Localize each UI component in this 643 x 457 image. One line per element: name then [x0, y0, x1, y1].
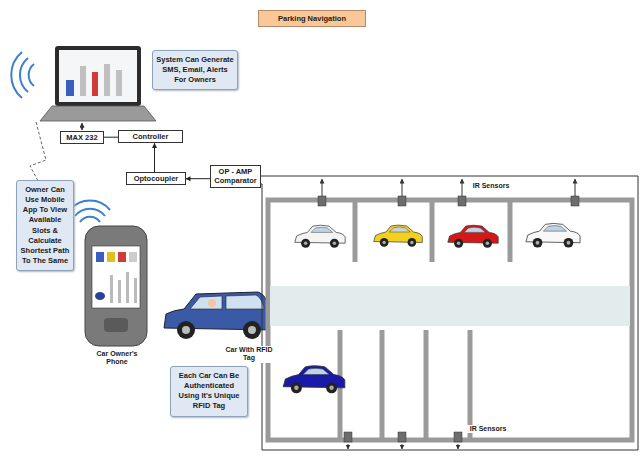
ir-sensor [454, 432, 462, 442]
ir-sensor [318, 196, 326, 206]
laptop [80, 66, 86, 96]
sensor-label: IR Sensors [467, 425, 509, 433]
box-text: OP - AMP Comparator [213, 167, 258, 186]
ir-sensor [322, 179, 575, 449]
module-box: Controller [118, 130, 183, 143]
laptop [66, 80, 74, 96]
parked-car [283, 366, 345, 394]
parking-lot [268, 200, 632, 440]
phone [134, 278, 137, 303]
ir-sensor [318, 196, 579, 442]
phone [118, 280, 121, 303]
wifi-symbol [80, 217, 100, 222]
phone [85, 226, 147, 346]
ir-sensor [402, 179, 403, 196]
parked-car [374, 225, 423, 247]
ir-sensor [458, 196, 466, 206]
wifi-symbol [29, 64, 34, 86]
ir-sensor [575, 179, 576, 196]
module-box: OP - AMP Comparator [210, 165, 261, 188]
car-label: Car With RFID Tag [222, 346, 276, 363]
phone [92, 246, 140, 308]
info-box: System Can Generate SMS, Email, Alerts F… [152, 50, 238, 90]
laptop [40, 46, 156, 121]
laptop [116, 70, 122, 96]
phone [85, 226, 147, 346]
laptop-link [82, 123, 83, 130]
wifi-symbol [75, 209, 105, 216]
ir-sensor [402, 444, 403, 449]
parked-car [295, 225, 345, 248]
wifi-symbol [11, 52, 22, 98]
wifi-symbol [20, 58, 28, 92]
box-text: Optocoupler [129, 174, 183, 183]
signal-wires [256, 176, 638, 450]
parking-lot [270, 286, 630, 326]
phone [104, 318, 128, 332]
parking-lot [508, 200, 513, 262]
ir-sensor [398, 432, 406, 442]
phone [95, 292, 105, 300]
box-text: Each Car Can Be Authenticated Using It's… [174, 371, 244, 412]
box-text: Controller [121, 132, 180, 141]
phone [96, 252, 104, 262]
connector [186, 178, 210, 179]
laptop [40, 106, 156, 121]
phone [107, 252, 115, 262]
parked-car [448, 225, 498, 248]
car-with-tag [164, 292, 272, 339]
parked-car [526, 223, 580, 247]
ir-sensor [462, 179, 463, 196]
ir-sensor [344, 432, 352, 442]
phone [126, 272, 129, 303]
signal-wires [256, 176, 638, 450]
parking-lot [468, 330, 473, 440]
module-box: MAX 232 [60, 131, 104, 144]
ir-sensor [348, 444, 349, 449]
box-text: System Can Generate SMS, Email, Alerts F… [156, 55, 234, 85]
connector [104, 137, 118, 138]
phone [129, 252, 137, 262]
parking-lot [380, 330, 385, 440]
ir-sensor [398, 196, 406, 206]
sensor-label: IR Sensors [470, 182, 512, 190]
laptop [59, 50, 137, 102]
parking-lot [268, 200, 632, 440]
parking-lot [430, 200, 435, 262]
parking-lot [424, 330, 429, 440]
box-text: MAX 232 [63, 133, 101, 142]
device-label: Car Owner's Phone [86, 350, 148, 367]
wifi-symbol [70, 201, 110, 222]
ir-sensor [571, 196, 579, 206]
laptop [55, 46, 141, 106]
info-box: Owner Can Use Mobile App To View Availab… [16, 180, 74, 271]
connector [154, 143, 155, 172]
box-text: Owner Can Use Mobile App To View Availab… [20, 185, 70, 266]
signal-wires [256, 184, 262, 450]
info-box: Each Car Can Be Authenticated Using It's… [170, 366, 248, 417]
laptop-link [82, 123, 83, 130]
signal-wires [262, 450, 638, 451]
ir-sensor [458, 444, 459, 449]
laptop [92, 72, 98, 96]
title-box: Parking Navigation [258, 10, 366, 27]
phone [118, 252, 126, 262]
module-box: Optocoupler [126, 172, 186, 185]
parking-lot [353, 200, 358, 262]
ir-sensor [322, 179, 323, 196]
wifi-symbol [11, 52, 34, 98]
laptop [104, 64, 110, 96]
phone [110, 275, 113, 303]
wifi-symbol [70, 201, 110, 210]
